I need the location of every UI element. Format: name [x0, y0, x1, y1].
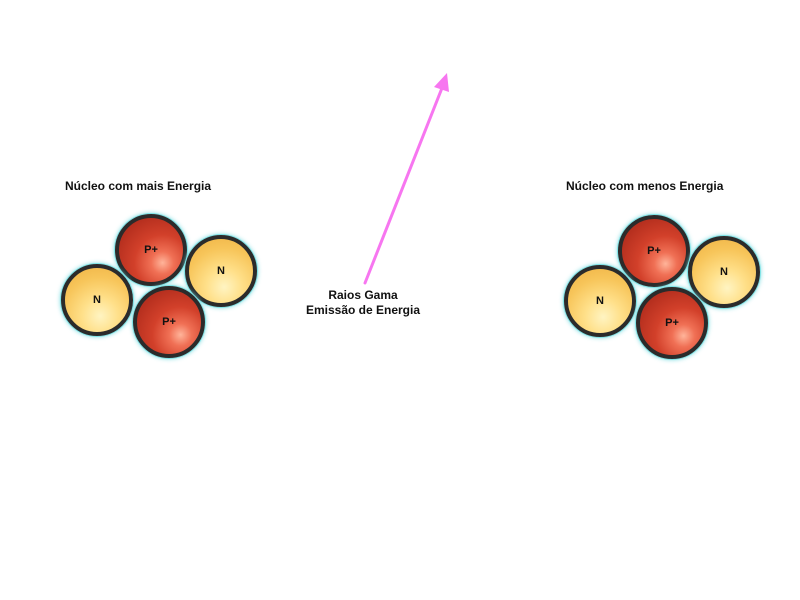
- right-neutron-left: N: [564, 265, 636, 337]
- emission-line-2: Emissão de Energia: [305, 303, 421, 317]
- gamma-ray-arrowhead: [434, 73, 449, 92]
- left-proton-bottom: P+: [133, 286, 205, 358]
- left-nucleus: P+ N N P+: [60, 213, 270, 373]
- left-nucleus-title: Núcleo com mais Energia: [65, 179, 212, 193]
- emission-label: Raios Gama Emissão de Energia: [273, 288, 453, 318]
- left-neutron-left: N: [61, 264, 133, 336]
- right-proton-bottom: P+: [636, 287, 708, 359]
- right-nucleus: P+ N N P+: [563, 214, 773, 374]
- right-nucleus-title: Núcleo com menos Energia: [566, 179, 724, 193]
- left-neutron-right: N: [185, 235, 257, 307]
- left-proton-top: P+: [115, 214, 187, 286]
- right-neutron-right: N: [688, 236, 760, 308]
- gamma-ray-arrow-shaft: [363, 86, 444, 285]
- right-proton-top: P+: [618, 215, 690, 287]
- emission-line-1: Raios Gama: [328, 288, 398, 302]
